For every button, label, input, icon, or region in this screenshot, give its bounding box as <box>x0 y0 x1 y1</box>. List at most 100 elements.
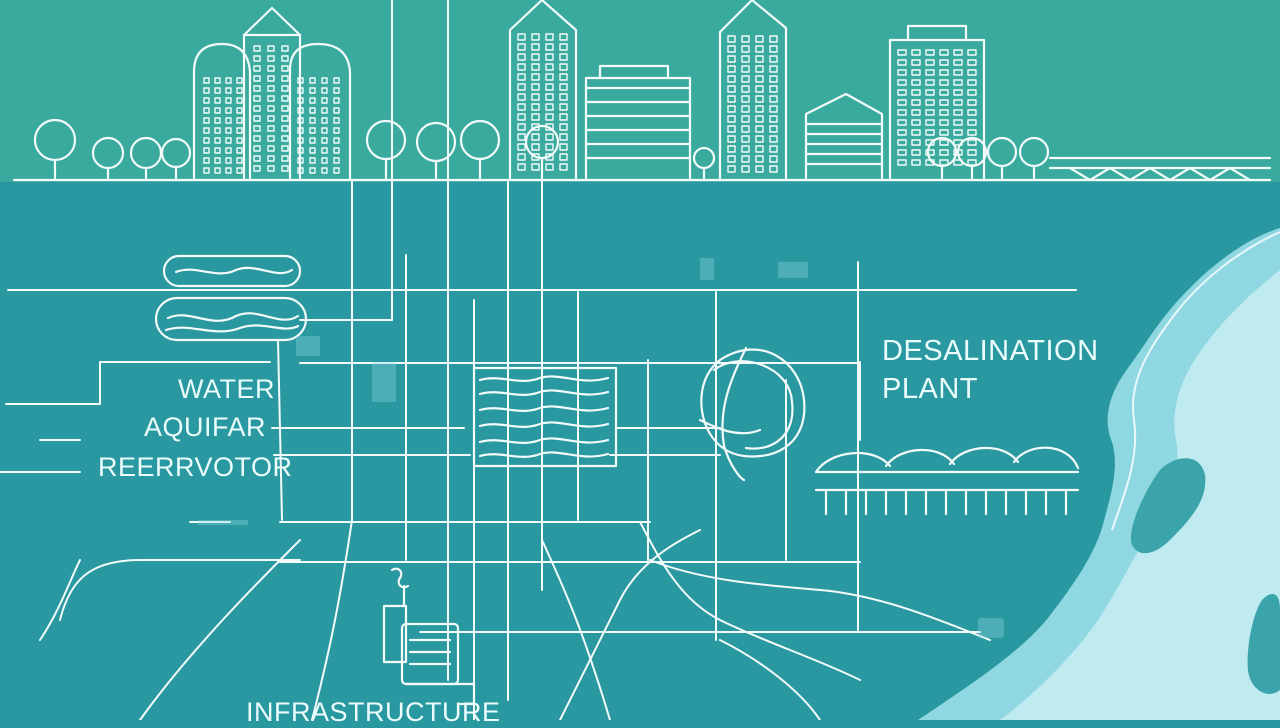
building-window <box>333 77 340 84</box>
building-window <box>309 147 316 154</box>
feed-lines <box>351 0 859 720</box>
building-window <box>531 143 540 151</box>
building-window <box>545 163 554 171</box>
building-window <box>769 155 778 163</box>
building-window <box>236 77 243 84</box>
building-window <box>531 133 540 141</box>
desalination-orb-icon <box>698 346 806 482</box>
building-window <box>281 55 289 62</box>
building-window <box>281 145 289 152</box>
building-window <box>236 127 243 134</box>
water-grid-icon <box>472 366 618 468</box>
building-window <box>545 43 554 51</box>
building-window <box>559 143 568 151</box>
building-window <box>531 103 540 111</box>
building-window <box>953 109 963 116</box>
building-window <box>203 167 210 174</box>
building-window <box>236 97 243 104</box>
building-window <box>953 49 963 56</box>
building-window <box>769 75 778 83</box>
greenhouse-plant-icon <box>814 446 1080 516</box>
building-window <box>727 145 736 153</box>
building-window <box>545 113 554 121</box>
building-window <box>214 87 221 94</box>
building-window <box>517 103 526 111</box>
building-window <box>214 117 221 124</box>
building-window <box>333 147 340 154</box>
building-window <box>755 155 764 163</box>
building-window <box>281 95 289 102</box>
building-window <box>297 167 304 174</box>
building-window <box>911 129 921 136</box>
building-window <box>281 65 289 72</box>
building-window <box>267 65 275 72</box>
reservoir-tank-icon <box>154 254 308 342</box>
building-window <box>953 89 963 96</box>
building-window <box>897 79 907 86</box>
building-window <box>967 99 977 106</box>
building-window <box>214 97 221 104</box>
building-window <box>309 107 316 114</box>
building-window <box>925 129 935 136</box>
building-window <box>727 135 736 143</box>
building-window <box>545 53 554 61</box>
building-window <box>741 35 750 43</box>
building-window <box>925 89 935 96</box>
building-window <box>309 117 316 124</box>
building-window <box>545 93 554 101</box>
building-window <box>741 135 750 143</box>
building-window <box>559 163 568 171</box>
building-window <box>727 45 736 53</box>
building-window <box>297 87 304 94</box>
building-window <box>769 145 778 153</box>
building-window <box>939 99 949 106</box>
sky-band <box>0 0 1280 182</box>
building-window <box>769 45 778 53</box>
building-window <box>741 85 750 93</box>
building-window <box>531 113 540 121</box>
building-window <box>214 167 221 174</box>
building-window <box>236 137 243 144</box>
building-window <box>727 75 736 83</box>
building-window <box>755 105 764 113</box>
building-window <box>517 143 526 151</box>
building-window <box>897 149 907 156</box>
bridge-icon <box>1048 156 1272 182</box>
building-window <box>769 135 778 143</box>
building-window <box>911 69 921 76</box>
building-window <box>755 115 764 123</box>
building-window <box>321 127 328 134</box>
building-window <box>517 163 526 171</box>
aquifer-label: AQUIFAR <box>144 412 267 442</box>
building-window <box>939 49 949 56</box>
building-window <box>741 125 750 133</box>
building-window <box>897 129 907 136</box>
building-window <box>545 63 554 71</box>
building-window <box>741 155 750 163</box>
pump-station-icon <box>382 567 476 706</box>
building-window <box>953 79 963 86</box>
building-window <box>559 63 568 71</box>
building-window <box>727 155 736 163</box>
building-window <box>281 115 289 122</box>
tree-row <box>33 118 1050 182</box>
building-window <box>253 75 261 82</box>
building-window <box>297 157 304 164</box>
building-window <box>727 125 736 133</box>
island-shape <box>1130 458 1206 554</box>
building-window <box>967 149 977 156</box>
building-window <box>297 97 304 104</box>
building-window <box>741 165 750 173</box>
building-window <box>545 33 554 41</box>
building-window <box>517 43 526 51</box>
building-window <box>755 95 764 103</box>
building-window <box>911 59 921 66</box>
building-window <box>517 153 526 161</box>
building-window <box>225 77 232 84</box>
building-window <box>517 83 526 91</box>
building-window <box>321 117 328 124</box>
building-window <box>559 153 568 161</box>
building-window <box>333 157 340 164</box>
building-window <box>939 149 949 156</box>
building-window <box>755 145 764 153</box>
